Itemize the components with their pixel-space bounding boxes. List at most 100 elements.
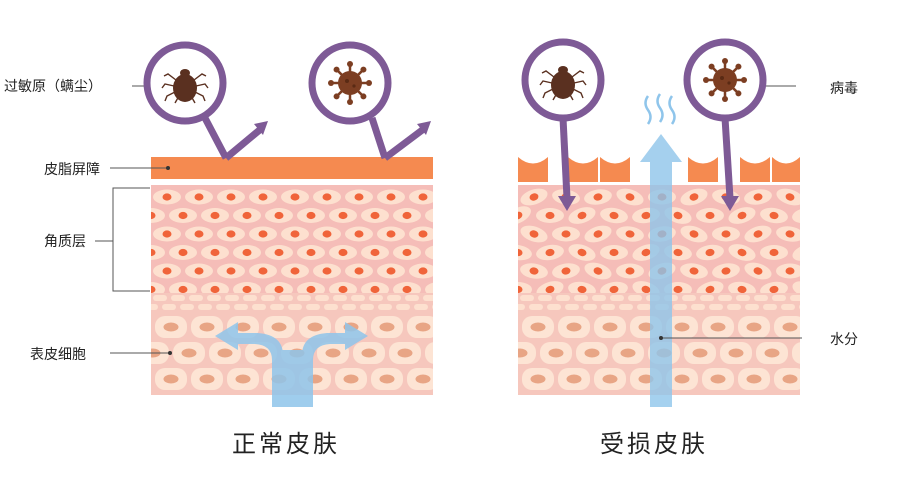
transition-cell — [736, 295, 750, 301]
allergen-magnifier-penetrating — [521, 38, 605, 211]
epidermal-cell — [155, 368, 187, 390]
barrier-label: 皮脂屏障 — [44, 162, 100, 178]
transition-cell — [556, 295, 570, 301]
corneum-cell — [281, 189, 309, 205]
transition-cell — [225, 295, 239, 301]
corneum-cell — [265, 208, 293, 223]
epidermal-cell — [486, 316, 518, 338]
corneum-cell — [377, 263, 405, 279]
transition-cell — [396, 304, 410, 310]
corneum-cell — [457, 208, 485, 223]
damaged-barrier-layer — [518, 157, 800, 182]
transition-cell — [432, 304, 433, 310]
corneum-cell — [518, 244, 532, 261]
corneum-cell — [151, 208, 165, 223]
epidermal-cell — [371, 316, 403, 338]
corneum-cell — [281, 263, 309, 279]
corneum-cell — [169, 245, 197, 260]
normal-skin-panel — [95, 41, 485, 407]
transition-cell — [387, 295, 401, 301]
corneum-cell — [696, 208, 724, 223]
epidermal-cell — [335, 368, 367, 390]
epidermal-cell — [540, 342, 572, 364]
corneum-cell — [776, 226, 800, 242]
transition-cell — [135, 295, 149, 301]
corneum-cell — [425, 208, 433, 223]
transition-cell — [405, 295, 419, 301]
corneum-cell — [185, 189, 213, 205]
corneum-cell — [217, 226, 245, 242]
damaged-skin-panel — [486, 38, 853, 407]
transition-cell — [423, 295, 433, 301]
transition-cell — [180, 304, 194, 310]
corneum-cell — [313, 226, 341, 242]
epidermal-cell — [389, 342, 421, 364]
epidermal-cell — [810, 368, 842, 390]
corneum-cell — [409, 226, 433, 242]
epidermal-cell — [353, 342, 385, 364]
transition-cell — [261, 295, 275, 301]
corneum-cell — [807, 224, 837, 243]
corneum-cell — [233, 245, 261, 260]
transition-cell — [628, 295, 642, 301]
corneum-cell — [377, 189, 405, 205]
corneum-cell — [169, 208, 197, 223]
epidermal-cell — [263, 316, 295, 338]
transition-cell — [682, 295, 696, 301]
epidermal-cell — [792, 342, 800, 364]
transition-cell — [583, 304, 597, 310]
corneum-cell — [361, 208, 389, 223]
corneum-cell — [281, 226, 309, 242]
epidermal-cell — [666, 368, 698, 390]
transition-cell — [709, 304, 723, 310]
transition-cell — [745, 304, 759, 310]
stratum-corneum-label: 角质层 — [44, 234, 86, 250]
corneum-cell — [792, 207, 800, 224]
corneum-cell — [425, 245, 433, 260]
corneum-cell — [760, 245, 788, 260]
epidermal-cell — [594, 316, 626, 338]
corneum-bracket — [112, 187, 150, 292]
transition-cell — [529, 304, 543, 310]
normal-transition-cells — [135, 295, 464, 310]
transition-cell — [450, 304, 464, 310]
corneum-cell — [728, 244, 756, 261]
epidermal-cell — [486, 368, 518, 390]
transition-cell — [234, 304, 248, 310]
epidermal-cell — [522, 368, 554, 390]
corneum-cell — [552, 226, 580, 242]
corneum-cell — [345, 226, 373, 242]
transition-cell — [153, 295, 167, 301]
transition-cell — [601, 304, 615, 310]
corneum-cell — [217, 189, 245, 205]
corneum-cell — [616, 188, 644, 206]
corneum-cell — [822, 204, 853, 227]
virus-icon — [328, 61, 372, 105]
transition-cell — [378, 304, 392, 310]
water-label: 水分 — [830, 332, 858, 348]
transition-cell — [315, 295, 329, 301]
corneum-cell — [345, 263, 373, 279]
epidermal-cell — [299, 316, 331, 338]
normal-barrier-layer — [151, 157, 433, 179]
transition-cell — [763, 304, 777, 310]
corneum-cell — [313, 263, 341, 279]
allergen-label: 过敏原（螨尘） — [4, 79, 102, 95]
corneum-cell — [744, 225, 772, 243]
virus-magnifier-bounced — [308, 41, 431, 161]
corneum-cell — [744, 189, 772, 205]
corneum-cell — [297, 245, 325, 260]
epidermal-cell — [558, 368, 590, 390]
epidermal-cell — [702, 368, 734, 390]
transition-cell — [781, 304, 795, 310]
corneum-cell — [121, 264, 149, 279]
virus-icon — [703, 58, 747, 102]
epidermal-cell — [119, 316, 151, 338]
corneum-cell — [297, 208, 325, 223]
transition-cell — [189, 295, 203, 301]
corneum-cell — [249, 263, 277, 279]
corneum-cell — [680, 263, 708, 279]
normal-skin-caption: 正常皮肤 — [232, 430, 340, 458]
epidermal-cell — [774, 316, 800, 338]
